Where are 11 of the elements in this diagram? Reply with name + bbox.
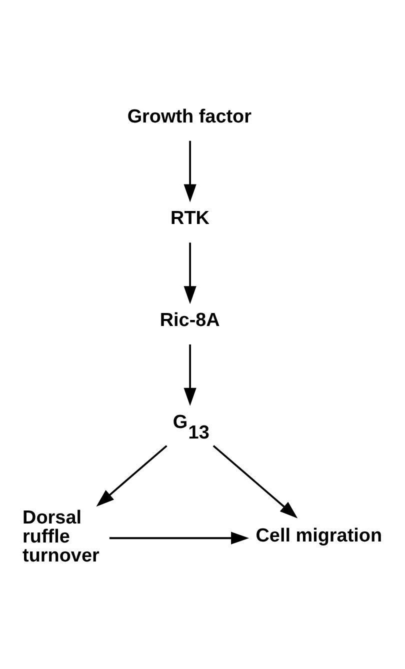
arrow xyxy=(96,445,168,507)
node-text: Dorsal ruffle turnover xyxy=(22,508,100,567)
arrow xyxy=(184,140,196,202)
node-text: RTK xyxy=(170,208,210,230)
node-text: Cell migration xyxy=(256,525,382,546)
node-text: Growth factor xyxy=(127,106,252,128)
arrow xyxy=(212,445,298,518)
node-text: Ric-8A xyxy=(160,310,220,331)
arrow xyxy=(184,344,196,406)
arrow xyxy=(184,242,196,304)
arrow xyxy=(109,532,250,544)
